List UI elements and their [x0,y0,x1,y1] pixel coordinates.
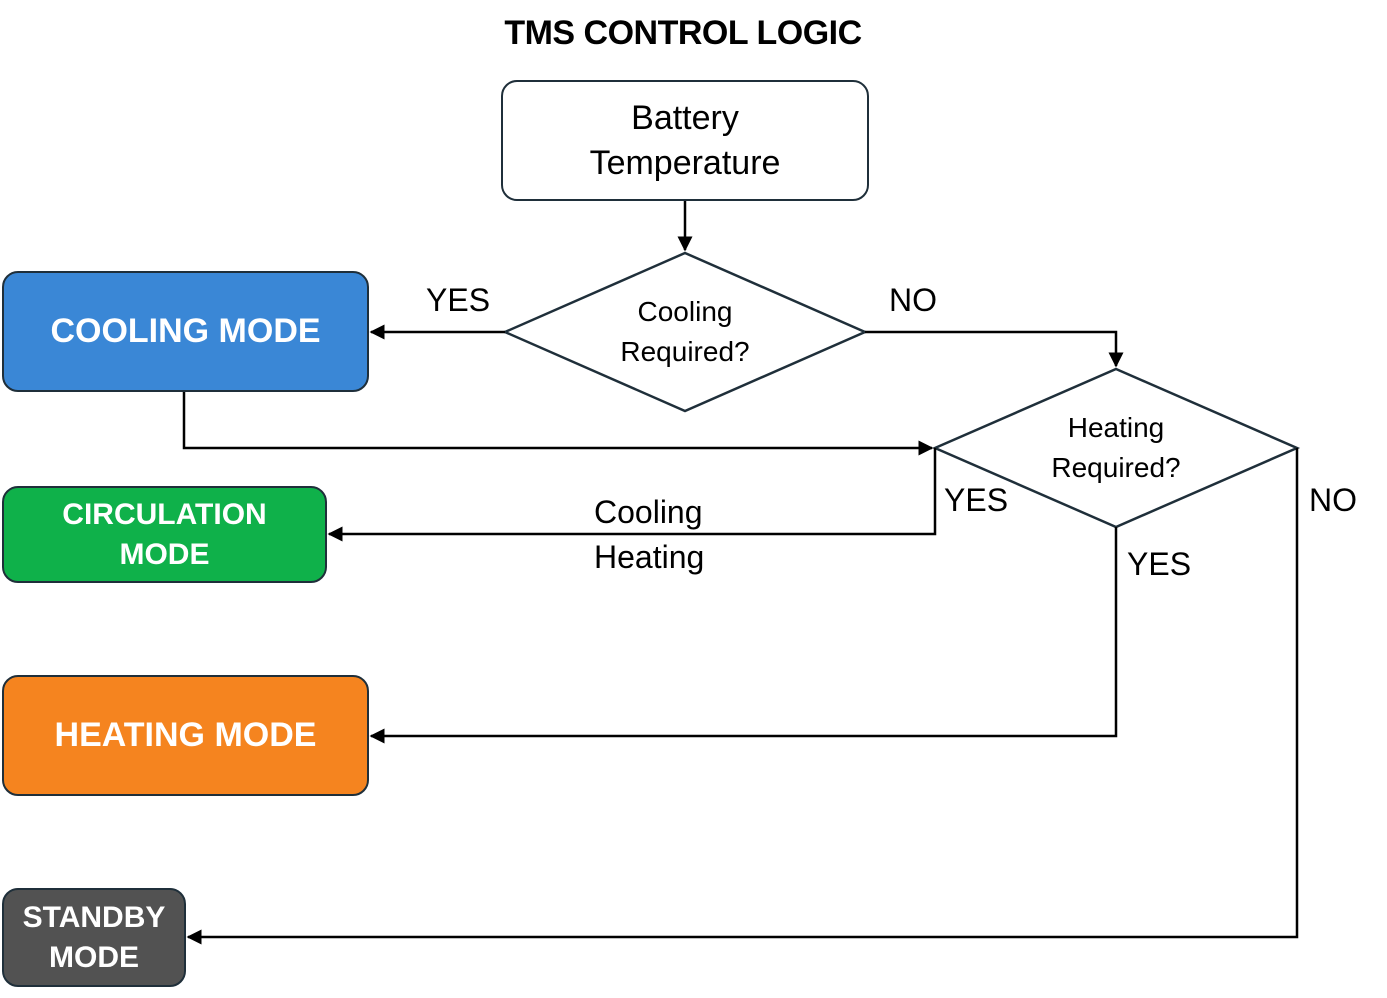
standby-mode-node: STANDBY MODE [2,888,186,987]
heating-required-label: Heating Required? [1051,412,1181,483]
cooling-yes-label: YES [426,282,491,318]
battery-temperature-node: Battery Temperature [501,80,869,201]
heating-no-label: NO [1309,482,1357,518]
arrow-heating-yes-to-heating-mode [369,527,1118,744]
cooling-mode-node: COOLING MODE [2,271,369,392]
circulation-note-label: Cooling Heating [594,494,705,575]
heating-yes-down-label: YES [1127,546,1192,582]
arrow-cooling-no [865,330,1124,368]
heating-yes-left-label: YES [944,482,1009,518]
cooling-no-label: NO [889,282,937,318]
circulation-mode-node: CIRCULATION MODE [2,486,327,583]
arrow-cooling-mode-to-heating-decision [182,392,934,456]
heating-mode-node: HEATING MODE [2,675,369,796]
arrow-heating-yes-to-circulation [327,448,937,542]
diagram-title: TMS CONTROL LOGIC [504,14,862,52]
cooling-required-label: Cooling Required? [620,296,750,367]
cooling-required-diamond [501,251,869,413]
arrow-heating-no-to-standby [186,448,1299,945]
